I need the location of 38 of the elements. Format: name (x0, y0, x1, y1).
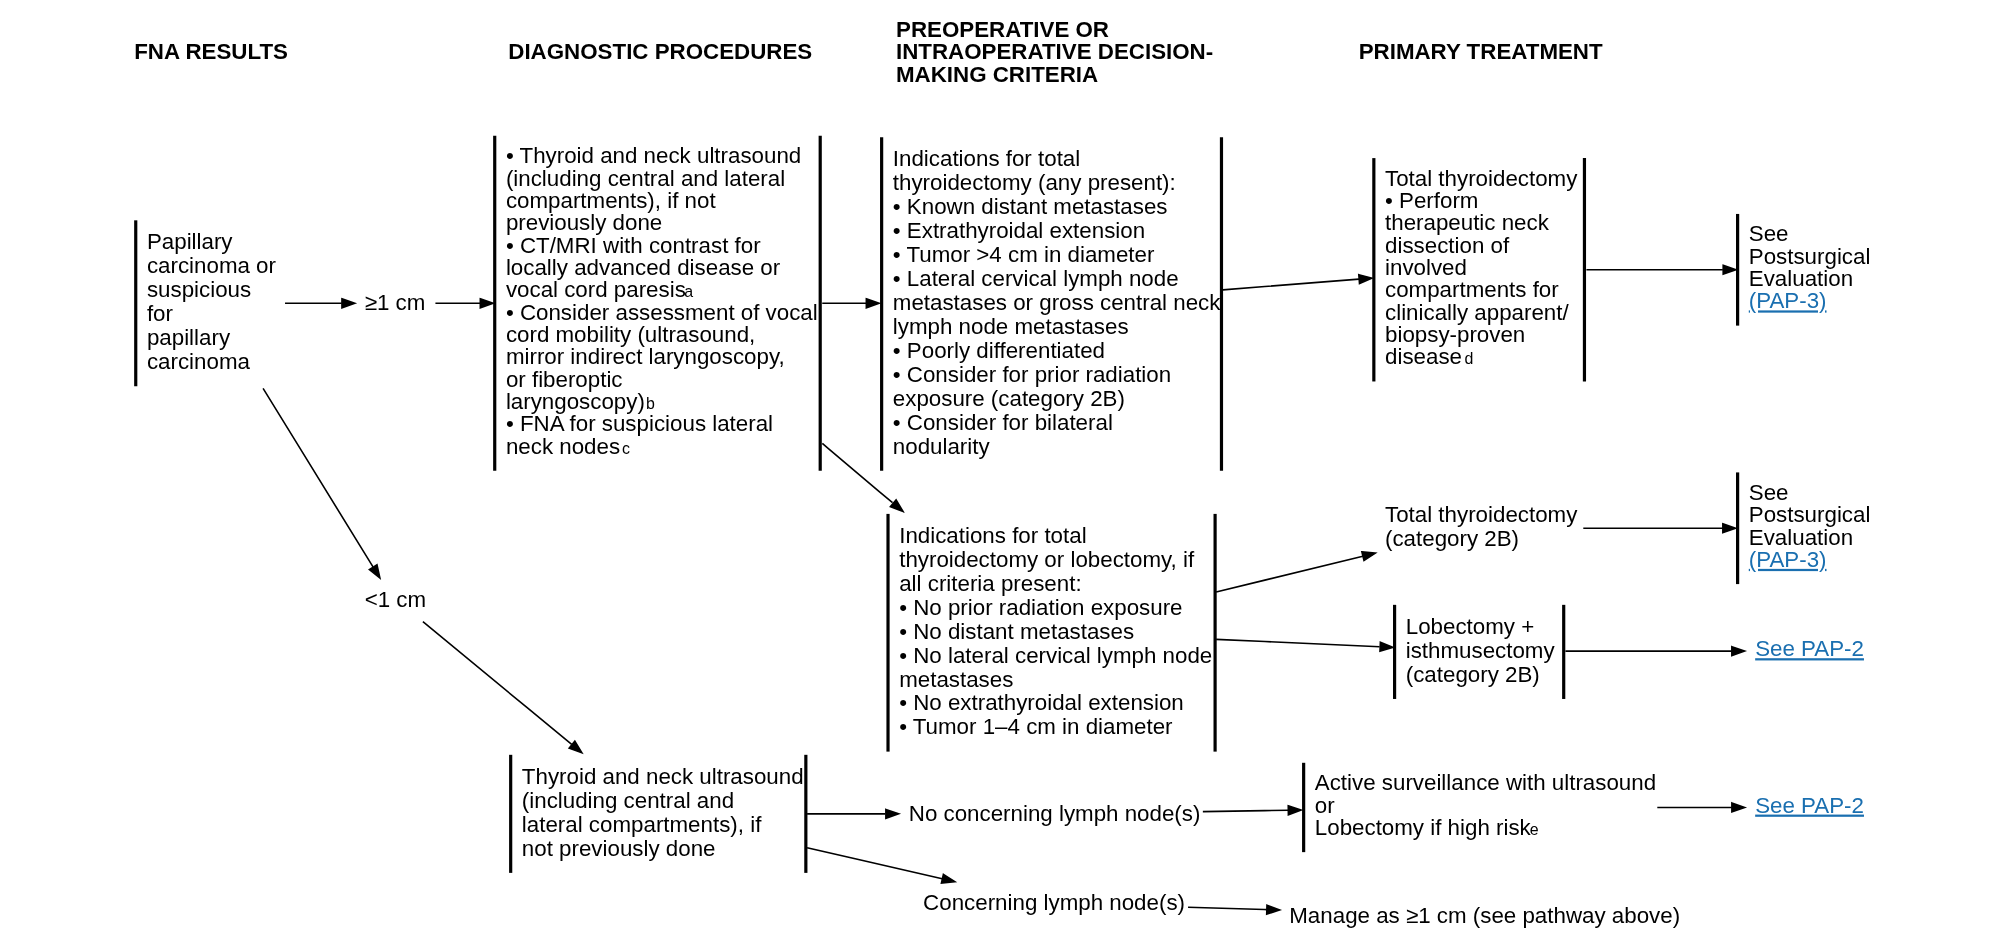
arrow (1202, 804, 1304, 816)
node-text: Papillary carcinoma or suspicious for papillary carcinoma (146, 229, 276, 375)
arrow (821, 442, 905, 514)
arrow (806, 808, 902, 820)
node-text: Thyroid and neck ultrasound (including central and lateral compartments), if not previously done (521, 763, 804, 861)
node-text: • Thyroid and neck ultrasound (including central and lateral compartments), if not previously done • CT/MRI with contrast for locally advanced disease or vocal cord paresisa • Consider assessment of vocal cord mobility (ultrasound, mirror indirect laryngoscopy, or fiberoptic laryngoscopy)b • FNA for suspicious lateral neck nodesc (505, 143, 818, 459)
node-text: ≥1 cm (364, 289, 426, 315)
arrow (1215, 550, 1378, 593)
node-text: See Postsurgical Evaluation (PAP-3) (1748, 221, 1871, 314)
arrow (434, 297, 496, 309)
node-text: Indications for total thyroidectomy (any present): • Known distant metastases • Extrathyroidal extension • Tumor >4 cm in diameter • Lateral cervical lymph node metastases or gross central neck lymph node metastases • Poorly differentiated • Consider for prior radiation exposure (category 2B) • Consider for bilateral nodularity (892, 146, 1221, 459)
node-text: Concerning lymph node(s) (923, 889, 1185, 915)
label: PREOPERATIVE OR INTRAOPERATIVE DECISION-MAKING CRITERIA (895, 17, 1214, 87)
arrow (1222, 273, 1375, 291)
node-text: Lobectomy + isthmusectomy (category 2B) (1405, 613, 1555, 687)
node-text: Active surveillance with ultrasound or Lobectomy if high riske (1314, 770, 1657, 840)
arrow (806, 846, 958, 885)
arrow (1215, 638, 1396, 653)
node-text: Total thyroidectomy (category 2B) (1385, 502, 1578, 552)
label: FNA RESULTS (134, 38, 288, 64)
label: DIAGNOSTIC PROCEDURES (508, 38, 813, 64)
node-text: See PAP-2 (1755, 792, 1864, 818)
node-text: Manage as ≥1 cm (see pathway above) (1289, 902, 1681, 928)
node-text: <1 cm (364, 586, 427, 612)
arrow (1564, 645, 1748, 657)
arrow (1187, 904, 1283, 916)
label: PRIMARY TREATMENT (1358, 38, 1603, 64)
node-text: See Postsurgical Evaluation (PAP-3) (1748, 479, 1871, 572)
node-text: No concerning lymph node(s) (908, 800, 1201, 826)
arrow (284, 297, 358, 309)
node-text: See PAP-2 (1755, 636, 1864, 662)
node-text: Indications for total thyroidectomy or lobectomy, if all criteria present: • No prior radiation exposure • No distant metastases • No lateral cervical lymph node metastases • No extrathyroidal extension • Tumor 1–4 cm in diameter (899, 522, 1213, 740)
arrow (1582, 522, 1739, 534)
arrow (262, 387, 382, 581)
arrow (1656, 801, 1748, 814)
arrow (821, 297, 882, 309)
arrow (422, 620, 584, 755)
arrow (1585, 264, 1739, 276)
